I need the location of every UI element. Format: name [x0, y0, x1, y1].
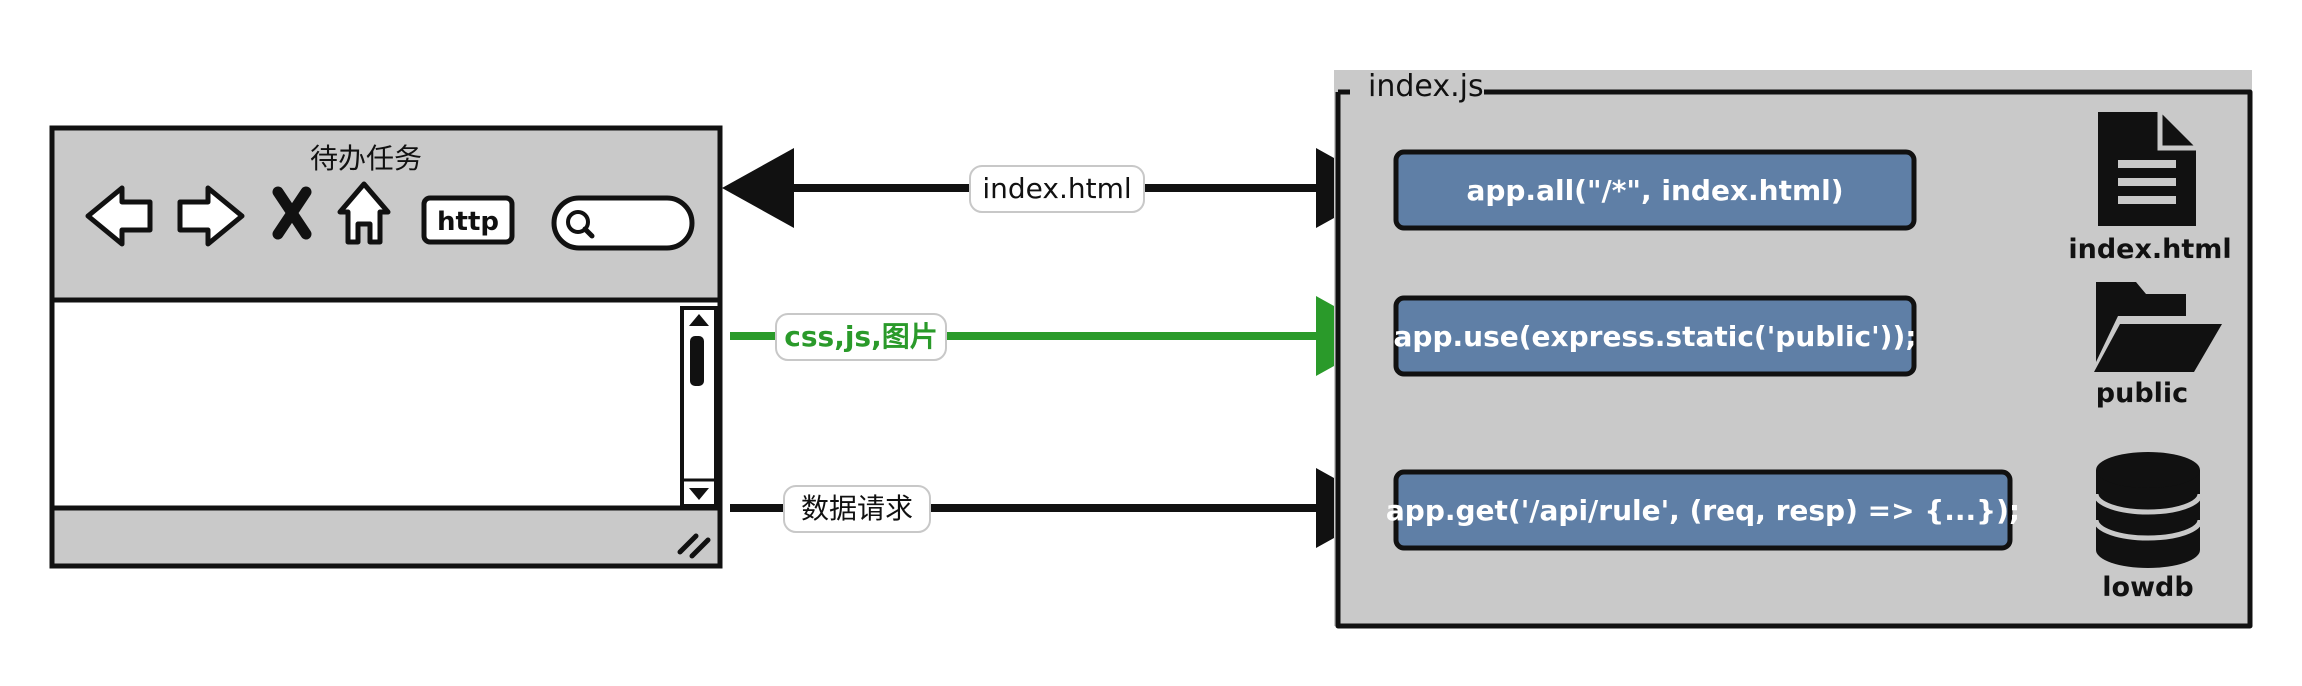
search-box[interactable] — [551, 195, 695, 251]
server-title: index.js — [1368, 69, 1484, 104]
server-panel: index.js app.all("/*", index.html) app.u… — [1334, 69, 2253, 629]
route-box-static: app.use(express.static('public')); — [1393, 295, 1917, 377]
resource-lowdb: lowdb — [2093, 452, 2203, 603]
route-code-catch-all: app.all("/*", index.html) — [1466, 174, 1843, 207]
http-badge-label: http — [437, 207, 499, 237]
browser-window: 待办任务 http — [49, 125, 723, 569]
browser-title: 待办任务 — [310, 142, 422, 175]
document-icon — [2098, 112, 2196, 226]
forward-arrow-icon[interactable] — [177, 185, 245, 247]
connection-label-static: css,js,图片 — [784, 320, 937, 353]
route-code-static: app.use(express.static('public')); — [1394, 320, 1917, 353]
browser-status-bar — [49, 505, 723, 569]
home-icon[interactable] — [337, 181, 391, 245]
connection-index-html: index.html — [722, 148, 1388, 228]
resource-label-public: public — [2096, 378, 2188, 409]
http-badge[interactable]: http — [421, 195, 515, 245]
connection-label-data: 数据请求 — [801, 492, 913, 525]
search-icon — [566, 210, 595, 239]
browser-content-area — [49, 297, 723, 511]
route-box-api: app.get('/api/rule', (req, resp) => {...… — [1386, 469, 2020, 551]
route-box-catch-all: app.all("/*", index.html) — [1393, 149, 1917, 231]
route-code-api: app.get('/api/rule', (req, resp) => {...… — [1386, 494, 2020, 527]
resource-public: public — [2094, 282, 2222, 409]
folder-icon — [2094, 282, 2222, 372]
connection-label-index-html: index.html — [982, 172, 1131, 205]
scrollbar[interactable] — [680, 306, 718, 508]
scroll-down-icon[interactable] — [689, 488, 709, 500]
scroll-up-icon[interactable] — [689, 314, 709, 326]
connection-data-request: 数据请求 — [730, 468, 1388, 548]
back-arrow-icon[interactable] — [85, 185, 153, 247]
resource-index-html: index.html — [2068, 112, 2232, 265]
close-icon[interactable] — [272, 186, 312, 240]
resize-grip-icon[interactable] — [677, 533, 711, 559]
scroll-thumb[interactable] — [690, 336, 704, 386]
resource-label-index-html: index.html — [2068, 234, 2231, 265]
resource-label-lowdb: lowdb — [2102, 572, 2193, 603]
connection-static-assets: css,js,图片 — [730, 296, 1388, 376]
database-icon — [2093, 452, 2203, 568]
